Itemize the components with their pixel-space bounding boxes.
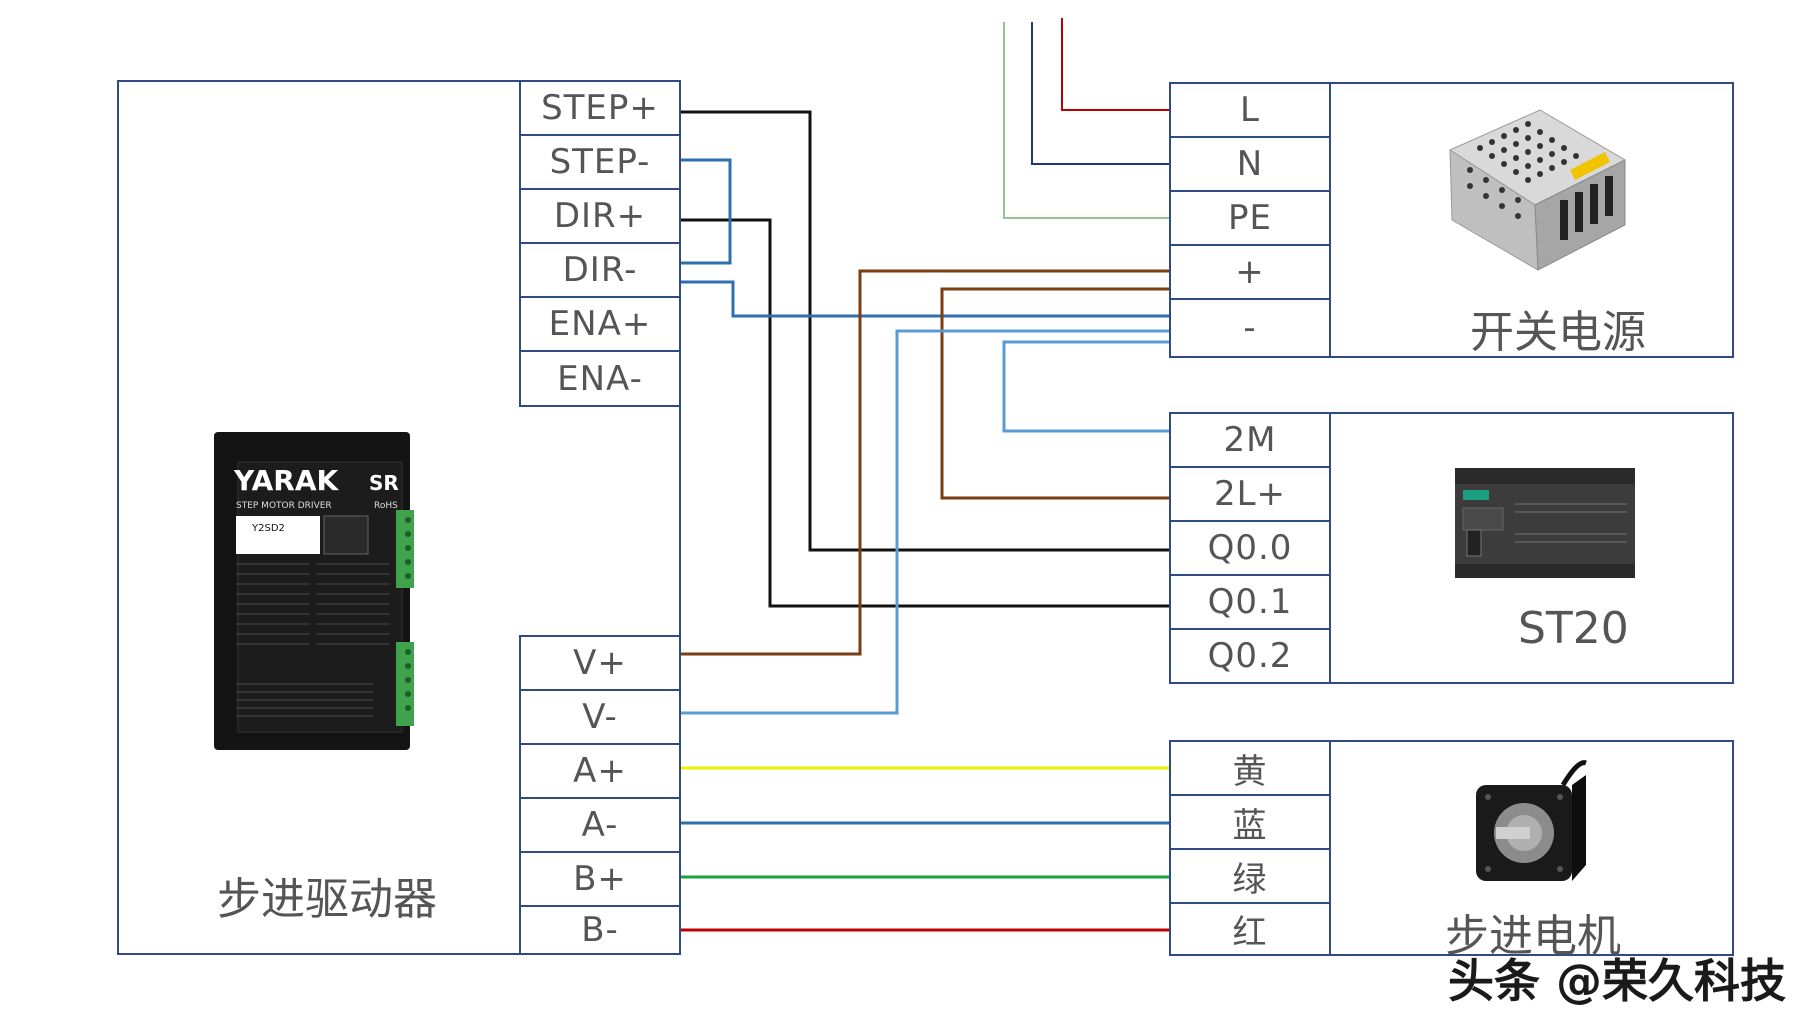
motor-pin-yellow: 黄: [1169, 740, 1331, 796]
wire-dir-minus-psu: [681, 280, 1169, 318]
psu-pin-minus: -: [1169, 298, 1331, 358]
plc-pin-q0-1: Q0.1: [1169, 574, 1331, 630]
driver-title: 步进驱动器: [217, 874, 437, 925]
motor-pin-green: 绿: [1169, 848, 1331, 904]
plc-pin-2m: 2M: [1169, 412, 1331, 468]
driver-brand-text: YARAK: [233, 464, 339, 497]
wire-dir-plus-q01: [681, 218, 1169, 608]
driver-brand-suffix: SR: [369, 471, 399, 495]
watermark: 头条 @荣久科技: [1448, 954, 1787, 1008]
wire-psu-plus-2l: [940, 287, 1169, 500]
driver-pin-a-plus: A+: [519, 743, 681, 799]
driver-pin-step-minus: STEP-: [519, 134, 681, 190]
plc-pin-2l-plus: 2L+: [1169, 466, 1331, 522]
wire-psu-minus-2m: [1002, 340, 1169, 433]
psu-title: 开关电源: [1470, 307, 1646, 358]
driver-subtitle: STEP MOTOR DRIVER: [236, 501, 332, 511]
driver-model: Y2SD2: [251, 523, 285, 534]
psu-pin-l: L: [1169, 82, 1331, 138]
wire-psu-plus-vplus: [681, 269, 1169, 656]
driver-pin-b-minus: B-: [519, 905, 681, 955]
driver-pin-dir-plus: DIR+: [519, 188, 681, 244]
driver-pin-ena-minus: ENA-: [519, 350, 681, 407]
plc-pin-q0-2: Q0.2: [1169, 628, 1331, 684]
driver-image: YARAK SR STEP MOTOR DRIVER RoHS Y2SD2: [214, 432, 432, 750]
wire-step-minus-bridge: [681, 158, 732, 265]
plc-pin-q0-0: Q0.0: [1169, 520, 1331, 576]
motor-image: [1468, 755, 1598, 895]
plc-title: ST20: [1518, 603, 1629, 654]
plc-image: [1455, 468, 1635, 580]
wire-n-navy: [1031, 22, 1169, 165]
wire-pe-green: [1003, 22, 1169, 219]
motor-title: 步进电机: [1445, 911, 1621, 962]
wire-step-plus-q00: [681, 110, 1169, 552]
driver-pin-ena-plus: ENA+: [519, 296, 681, 352]
wire-psu-minus-vminus: [681, 329, 1169, 715]
driver-rohs: RoHS: [374, 501, 398, 511]
driver-pin-dir-minus: DIR-: [519, 242, 681, 298]
wire-l-red: [1061, 18, 1169, 111]
driver-pin-v-minus: V-: [519, 689, 681, 745]
psu-image: [1430, 100, 1630, 280]
motor-pin-red: 红: [1169, 902, 1331, 956]
motor-pin-blue: 蓝: [1169, 794, 1331, 850]
